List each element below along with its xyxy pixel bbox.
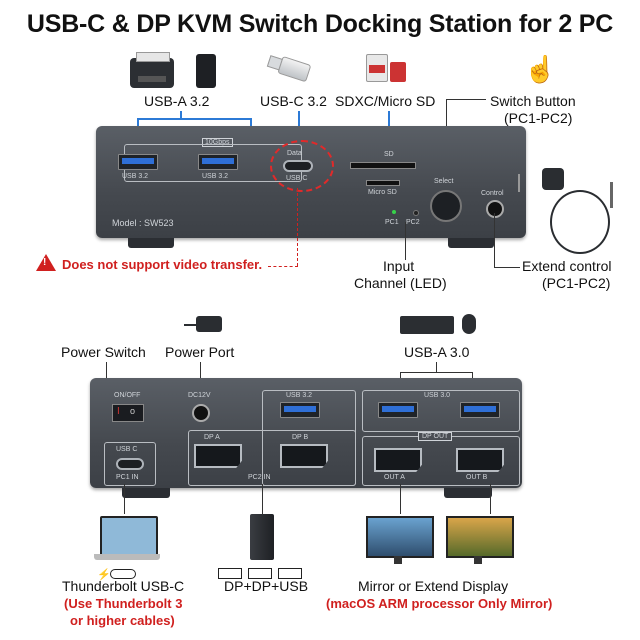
label-usb-a-32: USB-A 3.2 xyxy=(144,93,210,109)
micro-sd-slot[interactable] xyxy=(366,180,400,186)
label-sd: SDXC/Micro SD xyxy=(335,93,436,109)
usb-connector-icon xyxy=(278,568,302,579)
monitor-image-2 xyxy=(446,516,514,564)
dp-a-port[interactable] xyxy=(194,444,242,468)
label-dp-dp-usb: DP+DP+USB xyxy=(224,578,309,594)
warning-icon xyxy=(36,254,56,271)
back-usbc-label: USB C xyxy=(116,446,138,453)
usb-a-30-port-1[interactable] xyxy=(378,402,418,418)
usb-c-label: USB C xyxy=(286,175,308,182)
keyboard-image xyxy=(400,316,454,334)
front-panel-device: 10Gbps USB 3.2 USB 3.2 Data USB C SD Mic… xyxy=(96,126,526,238)
page-title: USB-C & DP KVM Switch Docking Station fo… xyxy=(26,10,614,38)
extend-control-cable-image xyxy=(540,168,630,258)
pc1in-label: PC1 IN xyxy=(116,474,139,481)
label-mirror-note: (macOS ARM processor Only Mirror) xyxy=(326,596,553,611)
usb-c-connector-icon xyxy=(110,569,136,579)
laptop-image xyxy=(94,516,160,562)
label-input: Input xyxy=(383,258,415,274)
select-button[interactable] xyxy=(430,190,462,222)
warning-text: Does not support video transfer. xyxy=(62,257,263,272)
led-pc2 xyxy=(413,210,419,216)
usb-a-port-1[interactable] xyxy=(118,154,158,170)
data-label: Data xyxy=(287,150,302,157)
sd-label: SD xyxy=(384,151,394,158)
label-power-port: Power Port xyxy=(165,344,235,360)
usb32-label: USB 3.2 xyxy=(286,392,313,399)
micro-sd-label: Micro SD xyxy=(368,189,397,196)
control-jack[interactable] xyxy=(486,200,504,218)
speed-label: 10Gbps xyxy=(202,138,233,147)
label-input-sub: Channel (LED) xyxy=(354,275,447,291)
label-extend-control-sub: (PC1-PC2) xyxy=(542,275,611,291)
printer-image xyxy=(130,52,174,88)
mouse-image xyxy=(462,314,476,334)
pc1-label: PC1 xyxy=(385,219,399,226)
control-label: Control xyxy=(481,190,504,197)
label-extend-control: Extend control xyxy=(522,258,612,274)
thunderbolt-icon: ⚡ xyxy=(97,569,111,581)
label-switch-button-sub: (PC1-PC2) xyxy=(504,110,573,126)
label-mirror-extend: Mirror or Extend Display xyxy=(358,578,509,594)
hand-pointer-icon: ☝ xyxy=(524,54,557,84)
usb-label-2: USB 3.2 xyxy=(202,173,229,180)
monitor-image-1 xyxy=(366,516,434,564)
label-switch-button: Switch Button xyxy=(490,93,576,109)
label-thunderbolt: Thunderbolt USB-C xyxy=(62,578,185,594)
flash-drive-image xyxy=(266,52,312,83)
micro-sd-image xyxy=(390,62,406,82)
usb-c-highlight-ring xyxy=(270,140,334,192)
dp-b-port[interactable] xyxy=(280,444,328,468)
usb-a-port-2[interactable] xyxy=(198,154,238,170)
pc2-label: PC2 xyxy=(406,219,420,226)
led-pc1 xyxy=(392,210,396,214)
label-power-switch: Power Switch xyxy=(61,344,146,360)
select-label: Select xyxy=(434,178,454,185)
sd-card-image xyxy=(366,54,388,82)
dpa-label: DP A xyxy=(204,434,220,441)
dpb-label: DP B xyxy=(292,434,309,441)
usb-c-port[interactable] xyxy=(283,160,313,172)
out-a-port[interactable] xyxy=(374,448,422,472)
dc-label: DC12V xyxy=(188,392,211,399)
label-usb-a-30: USB-A 3.0 xyxy=(404,344,470,360)
usb-a-30-port-2[interactable] xyxy=(460,402,500,418)
outb-label: OUT B xyxy=(466,474,488,481)
dp-connector-icon-1 xyxy=(218,568,242,579)
label-usb-c-32: USB-C 3.2 xyxy=(260,93,327,109)
power-adapter-image xyxy=(184,312,224,334)
power-switch[interactable]: I o xyxy=(112,404,144,422)
back-usb-c-port[interactable] xyxy=(116,458,144,470)
usb-label-1: USB 3.2 xyxy=(122,173,149,180)
outa-label: OUT A xyxy=(384,474,405,481)
out-b-port[interactable] xyxy=(456,448,504,472)
hard-drive-image xyxy=(196,54,216,88)
model-label: Model : SW523 xyxy=(112,218,174,228)
pc2in-label: PC2 IN xyxy=(248,474,271,481)
power-port[interactable] xyxy=(192,404,210,422)
usb30-label: USB 3.0 xyxy=(424,392,451,399)
back-usb-a-port-pc2[interactable] xyxy=(280,402,320,418)
onoff-label: ON/OFF xyxy=(114,392,141,399)
dpout-label: DP OUT xyxy=(418,432,453,441)
sd-slot[interactable] xyxy=(350,162,416,169)
label-thunderbolt-note-1: (Use Thunderbolt 3 xyxy=(64,596,183,611)
back-panel-device: ON/OFF I o DC12V USB C PC1 IN USB 3.2 DP… xyxy=(90,378,522,488)
pc-tower-image xyxy=(250,514,274,560)
label-thunderbolt-note-2: or higher cables) xyxy=(70,613,175,628)
dp-connector-icon-2 xyxy=(248,568,272,579)
